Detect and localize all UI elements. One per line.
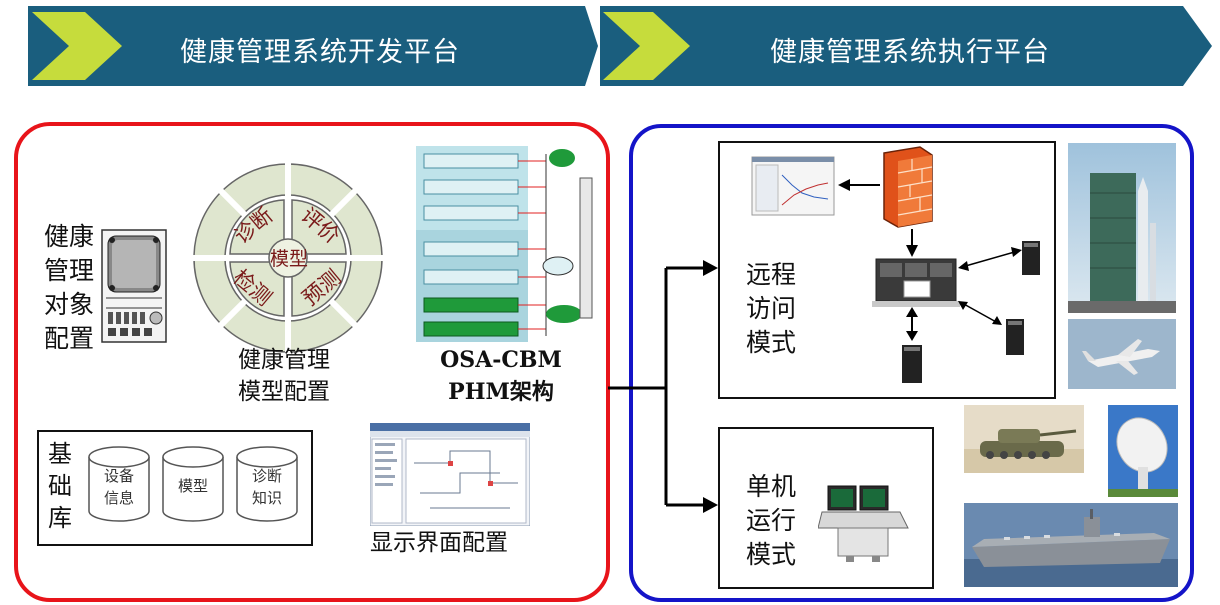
jet-aircraft-photo [1068, 319, 1176, 389]
exec-platform-title: 健康管理系统执行平台 [770, 37, 1050, 68]
exec-platform-banner [600, 6, 1212, 86]
standalone-mode-label: 单机 运行 模式 [746, 472, 797, 569]
device-panel-illustration [101, 229, 167, 343]
database-drum-device-info: 设备 信息 [88, 445, 150, 523]
chevron-icon [32, 12, 122, 80]
aircraft-carrier-photo [964, 503, 1178, 587]
chevron-icon [603, 12, 690, 80]
osa-cbm-label: OSA-CBM PHM架构 [440, 347, 562, 405]
computer-tower-icon [1022, 241, 1040, 275]
display-config-label: 显示界面配置 [370, 530, 508, 556]
standalone-mode-box [718, 427, 934, 589]
object-config-label: 健康 管理 对象 配置 [44, 222, 95, 353]
base-database-label: 基 础 库 [48, 440, 72, 532]
dev-platform-banner [28, 6, 598, 86]
rocket-launch-tower-photo [1068, 143, 1176, 313]
remote-network-illustration [751, 146, 1040, 383]
model-config-label: 健康管理 模型配置 [238, 347, 330, 405]
computer-tower-icon [902, 345, 922, 383]
model-wheel [192, 162, 384, 354]
wheel-center-label: 模型 [270, 248, 309, 270]
computer-tower-icon [1006, 319, 1024, 355]
dev-platform-title: 健康管理系统开发平台 [180, 37, 460, 68]
radar-dish-photo [1108, 405, 1178, 497]
arrow-head-icon [703, 260, 718, 276]
tank-photo [964, 405, 1084, 473]
monitor-wall-icon [872, 258, 960, 307]
remote-access-mode-label: 远程 访问 模式 [746, 260, 797, 357]
connector-arrows [608, 266, 708, 507]
dev-platform-frame [14, 122, 610, 602]
arrow-head-icon [703, 497, 718, 513]
standalone-console-illustration [818, 485, 909, 562]
osa-cbm-architecture-illustration [416, 146, 593, 342]
firewall-icon [883, 146, 933, 228]
database-drum-model: 模型 [162, 445, 224, 523]
display-config-screenshot [370, 423, 530, 526]
database-drum-diagnosis-knowledge: 诊断 知识 [236, 445, 298, 523]
exec-platform-frame [629, 124, 1194, 602]
